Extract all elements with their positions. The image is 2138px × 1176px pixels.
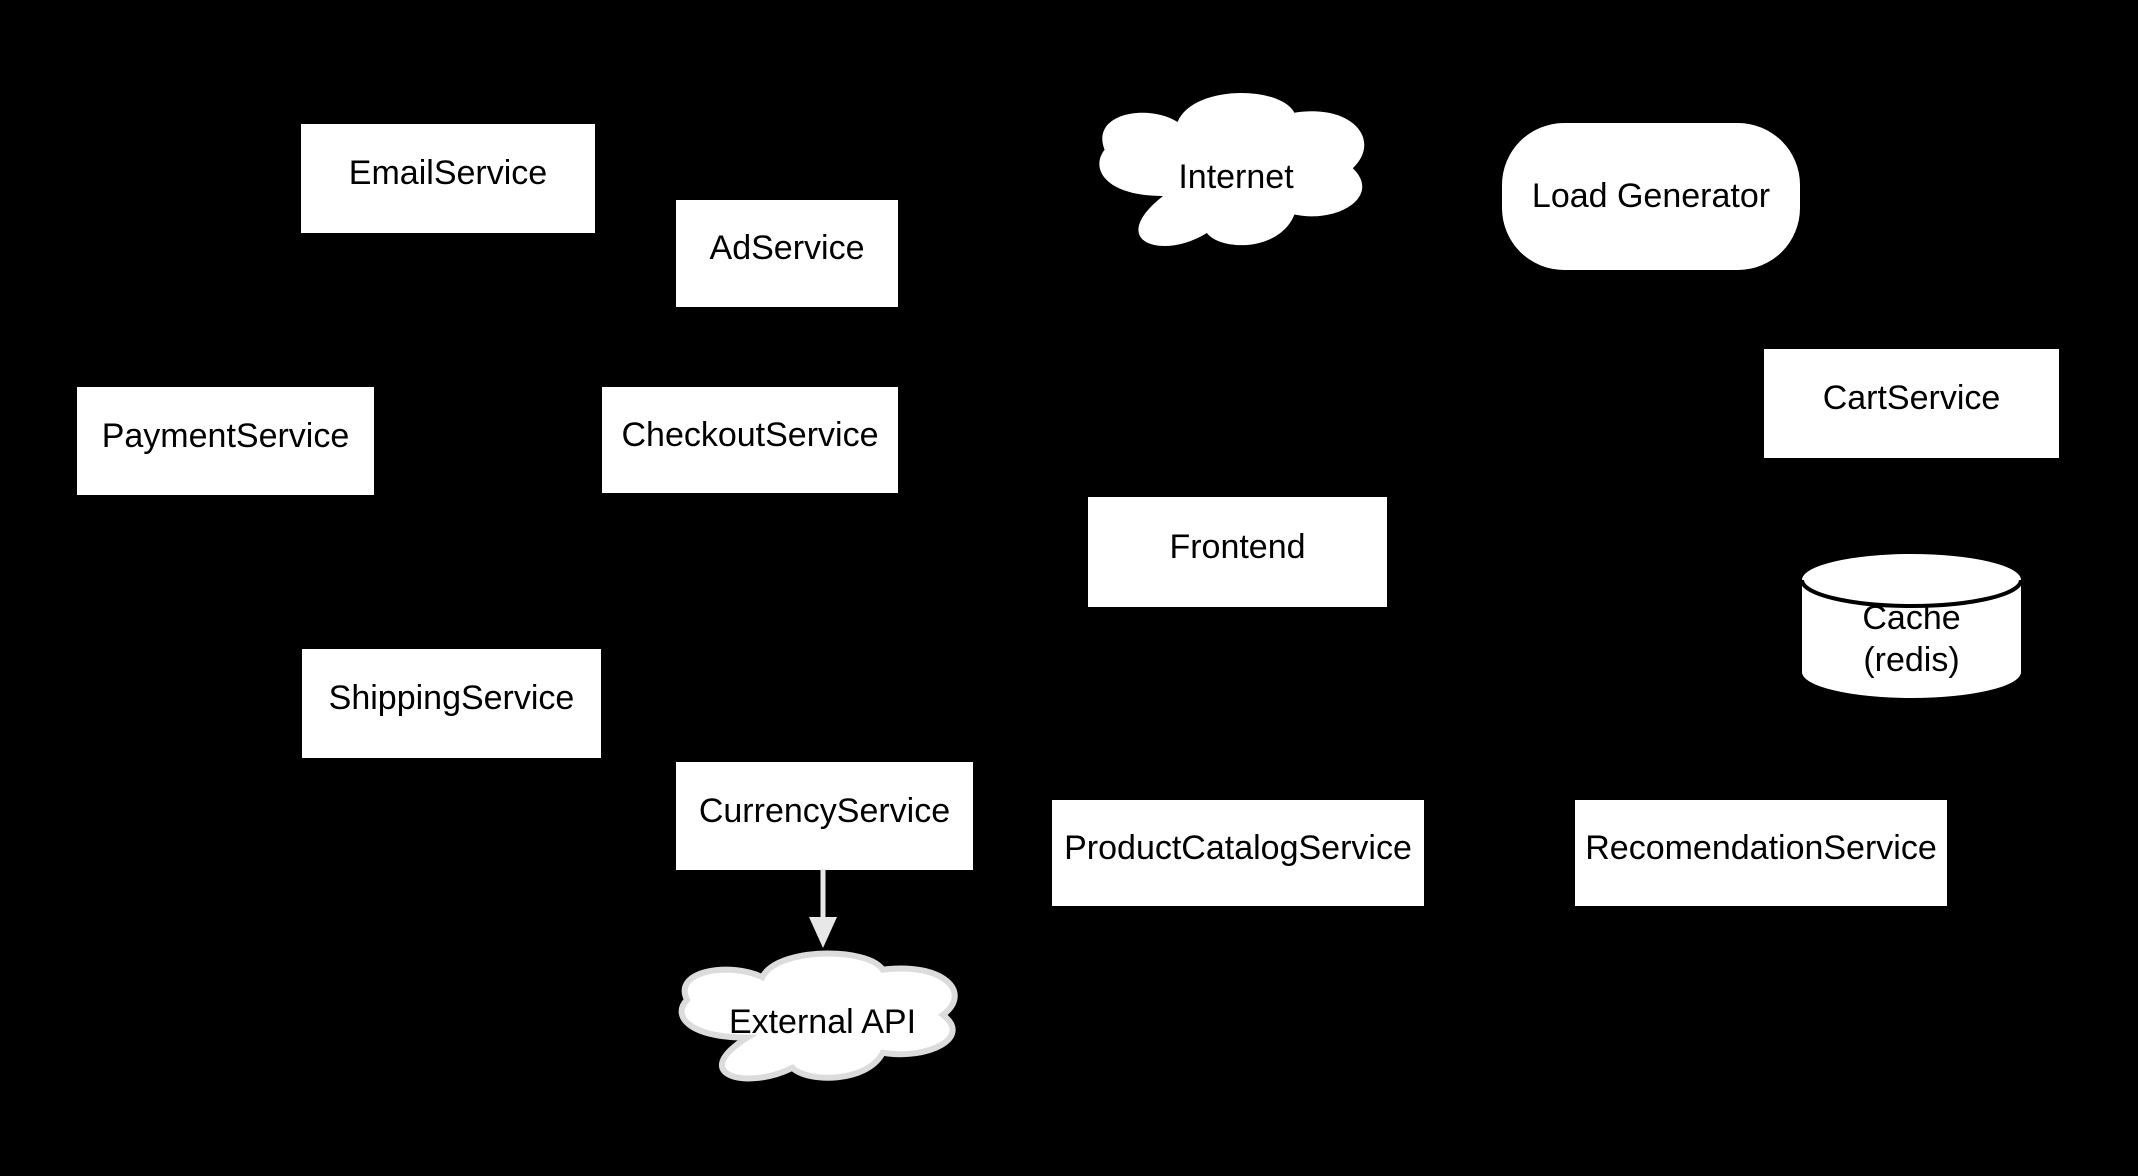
node-label: ShippingService [328,679,575,718]
internet-cloud-shape [1099,92,1365,247]
node-label: RecomendationService [1585,828,1937,867]
node-external-api: External API [672,947,973,1098]
node-label: Frontend [1169,527,1306,566]
database-cylinder-shape [1800,554,2023,698]
node-label: PaymentService [101,416,350,455]
node-currency-service: CurrencyService [676,762,973,870]
node-label: AdService [709,229,865,268]
node-label: EmailService [348,154,548,193]
node-product-catalog-service: ProductCatalogService [1052,800,1424,906]
node-checkout-service: CheckoutService [602,387,898,493]
node-ad-service: AdService [676,200,898,307]
node-frontend: Frontend [1088,497,1387,607]
node-label: CurrencyService [698,791,951,830]
node-label: CartService [1822,379,2001,418]
node-email-service: EmailService [301,124,595,233]
node-recomendation-service: RecomendationService [1575,800,1947,906]
node-label: Load Generator [1531,177,1771,216]
node-label: Cache (redis) [1800,552,2023,700]
node-label: Internet [1178,158,1294,197]
node-label: ProductCatalogService [1064,828,1412,867]
node-payment-service: PaymentService [77,387,374,495]
external-api-cloud-shape [672,947,973,1098]
node-load-generator: Load Generator [1502,123,1800,270]
arrow-currency-to-external-api [809,869,837,948]
node-cache-redis: Cache (redis) [1800,552,2023,700]
cache-label-line2: (redis) [1863,641,1960,679]
node-label: External API [728,1003,917,1042]
node-internet: Internet [1090,85,1382,270]
node-shipping-service: ShippingService [302,649,601,758]
node-label: CheckoutService [621,415,879,454]
node-cart-service: CartService [1764,349,2059,458]
cache-label-line1: Cache [1862,599,1961,637]
